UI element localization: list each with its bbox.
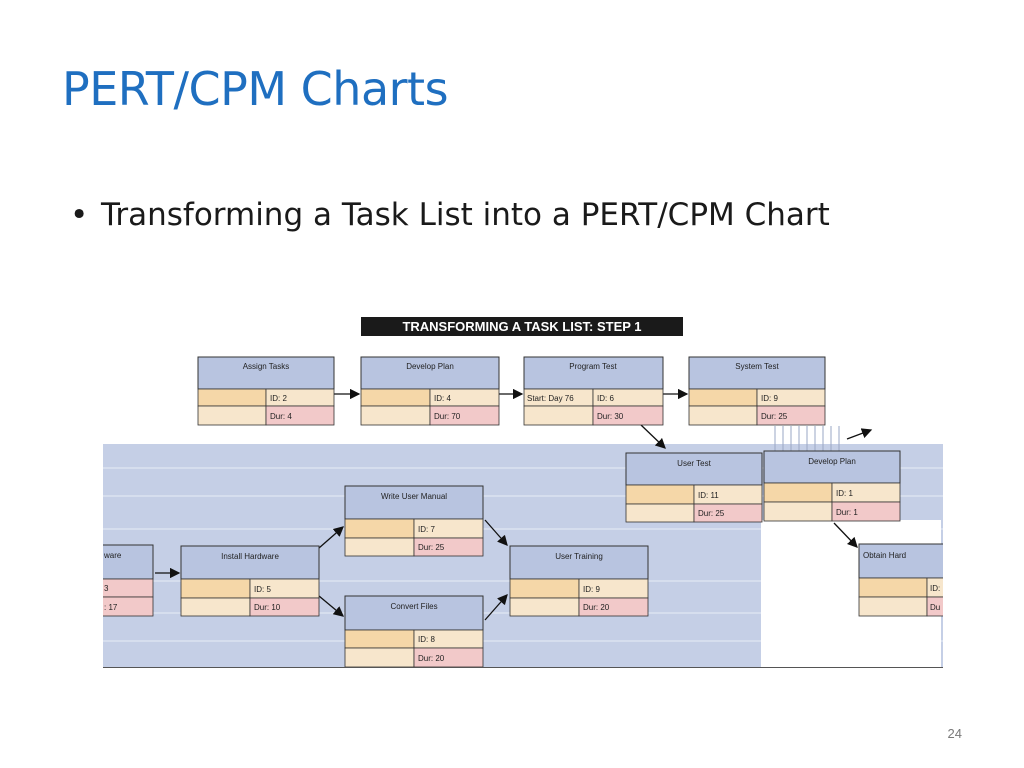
node-program-test: Program Test Start: Day 76 ID: 6 Dur: 30 [523,356,664,426]
node-system-test: System Test ID: 9 Dur: 25 [688,356,826,426]
node-duration: Dur: 25 [418,543,445,552]
node-develop-plan: Develop Plan ID: 4 Dur: 70 [360,356,500,426]
node-id: ID: 5 [254,585,271,594]
bullet-text: Transforming a Task List into a PERT/CPM… [101,197,830,233]
node-title: Program Test [569,362,617,371]
arrow-usertest-to-develop [846,428,873,440]
arrow-develop-to-obtain [833,522,858,548]
node-duration: Dur: 4 [270,412,292,421]
node-title: System Test [735,362,779,371]
node-id: ID: [930,584,940,593]
node-id: 3 [104,584,109,593]
node-duration: Dur: 25 [698,509,725,518]
arrow-manual-to-training [484,519,508,546]
node-title: Write User Manual [381,492,447,501]
node-install-hardware: Install Hardware ID: 5 Dur: 10 [180,545,320,617]
scan-hatching [774,426,840,453]
node-duration: Du [930,603,940,612]
node-id: ID: 8 [418,635,435,644]
arrow-install-to-convert [318,595,344,617]
arrow-program-to-usertest [640,424,666,449]
bullet-item: • Transforming a Task List into a PERT/C… [70,192,890,238]
diagram-gap-strip [103,426,943,444]
node-user-test: User Test ID: 11 Dur: 25 [625,452,763,523]
node-duration: Dur: 10 [254,603,281,612]
node-id: ID: 9 [761,394,778,403]
pert-diagram-figure: TRANSFORMING A TASK LIST: STEP 1 Assign … [103,315,943,668]
node-title: Convert Files [390,602,437,611]
node-convert-files: Convert Files ID: 8 Dur: 20 [344,595,484,667]
node-assign-tasks: Assign Tasks ID: 2 Dur: 4 [197,356,335,426]
diagram-banner-text: TRANSFORMING A TASK LIST: STEP 1 [402,319,641,334]
node-id: ID: 1 [836,489,853,498]
node-title: User Training [555,552,603,561]
page-number: 24 [947,726,962,741]
node-user-training: User Training ID: 9 Dur: 20 [509,545,649,617]
node-title: ware [103,551,122,560]
node-title: User Test [677,459,711,468]
node-duration: Dur: 70 [434,412,461,421]
node-title: Develop Plan [406,362,454,371]
node-id: ID: 4 [434,394,451,403]
node-obtain-hardware: Obtain Hard ID: Du [858,543,943,617]
arrow-install-to-manual [318,526,344,549]
diagram-banner [361,317,683,336]
node-id: ID: 2 [270,394,287,403]
bullet-marker: • [70,197,89,233]
node-title: Develop Plan [808,457,856,466]
node-hardware-cut: ware 3 : 17 [103,544,154,617]
dependency-arrows [155,388,873,621]
pert-diagram: TRANSFORMING A TASK LIST: STEP 1 Assign … [103,317,943,667]
node-title: Assign Tasks [243,362,290,371]
node-id: ID: 7 [418,525,435,534]
node-id: ID: 6 [597,394,614,403]
node-start: Start: Day 76 [527,394,574,403]
node-title: Obtain Hard [863,551,906,560]
node-duration: Dur: 20 [583,603,610,612]
node-duration: Dur: 25 [761,412,788,421]
arrow-convert-to-training [484,594,508,621]
node-id: ID: 9 [583,585,600,594]
node-write-user-manual: Write User Manual ID: 7 Dur: 25 [344,485,484,557]
node-duration: Dur: 1 [836,508,858,517]
node-duration: Dur: 30 [597,412,624,421]
node-title: Install Hardware [221,552,279,561]
node-duration: : 17 [104,603,118,612]
node-id: ID: 11 [698,491,719,500]
node-develop-plan-2: Develop Plan ID: 1 Dur: 1 [763,450,901,522]
slide-title: PERT/CPM Charts [62,62,449,116]
node-duration: Dur: 20 [418,654,445,663]
